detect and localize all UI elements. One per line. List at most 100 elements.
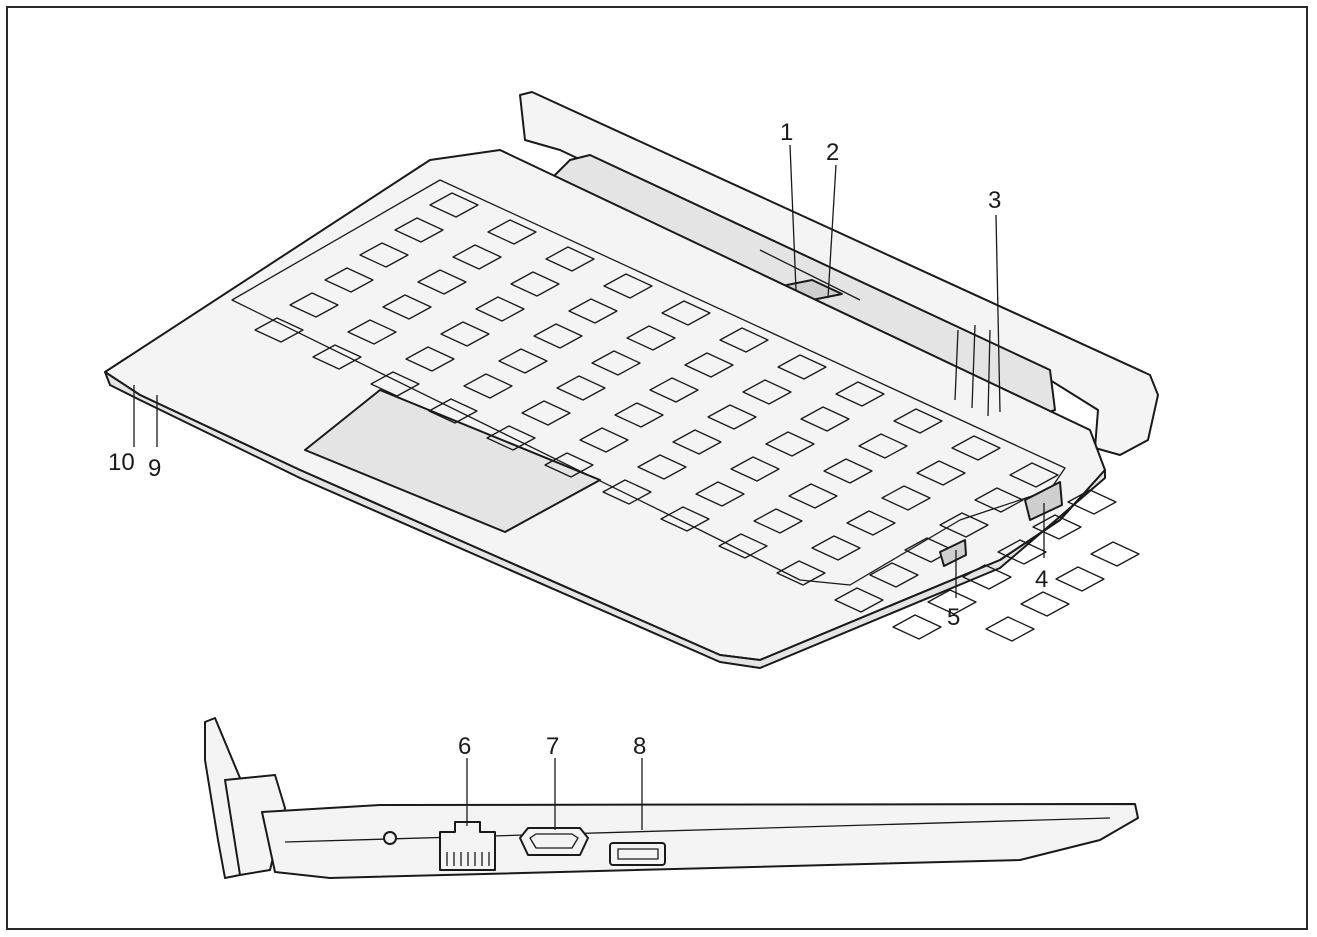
keyboard-key: [951, 435, 1001, 461]
callout-3: 3: [988, 187, 1001, 214]
keyboard-key: [394, 217, 444, 243]
keyboard-key: [405, 346, 455, 372]
callout-9: 9: [148, 455, 161, 482]
keyboard-key: [359, 242, 409, 268]
keyboard-key: [846, 510, 896, 536]
callout-4: 4: [1035, 566, 1048, 593]
keyboard-key: [892, 614, 942, 640]
keyboard-key: [776, 560, 826, 586]
keyboard-key: [661, 300, 711, 326]
hdmi-port-inner: [529, 833, 579, 849]
keyboard-key: [811, 535, 861, 561]
diagram-frame: [6, 6, 1308, 930]
keyboard-key: [452, 244, 502, 270]
keyboard-key: [742, 379, 792, 405]
keyboard-key: [626, 325, 676, 351]
keyboard-key: [800, 406, 850, 432]
keyboard-key: [486, 425, 536, 451]
audio-jack: [383, 831, 397, 845]
keyboard-key: [1055, 566, 1105, 592]
keyboard-key: [533, 323, 583, 349]
keyboard-key: [602, 479, 652, 505]
callout-7: 7: [546, 733, 559, 760]
keyboard-key: [1067, 489, 1117, 515]
keyboard-key: [521, 400, 571, 426]
keyboard-key: [974, 487, 1024, 513]
keyboard-dock-top-view: [104, 91, 1159, 669]
callout-line-1: [789, 144, 797, 291]
keyboard-key: [463, 373, 513, 399]
keyboard-key: [544, 452, 594, 478]
keyboard-key: [487, 219, 537, 245]
keyboard-key: [881, 485, 931, 511]
keyboard-key: [695, 481, 745, 507]
keyboard-key: [382, 294, 432, 320]
keyboard-key: [962, 564, 1012, 590]
keyboard-key: [985, 616, 1035, 642]
keyboard-key: [429, 192, 479, 218]
keyboard-key: [788, 483, 838, 509]
keyboard-key: [556, 375, 606, 401]
keyboard-key: [672, 429, 722, 455]
key-grid: [254, 192, 1140, 642]
keyboard-key: [591, 350, 641, 376]
keyboard-key: [893, 408, 943, 434]
side-port-audio: [939, 539, 967, 567]
keyboard-key: [939, 512, 989, 538]
keyboard-key: [765, 431, 815, 457]
keyboard-key: [475, 296, 525, 322]
keyboard-base-edge: [104, 371, 1106, 669]
keyboard-key: [428, 398, 478, 424]
keyboard-key: [927, 589, 977, 615]
lan-port-pins: [446, 852, 490, 866]
callout-5: 5: [947, 604, 960, 631]
keyboard-key: [649, 377, 699, 403]
keyboard-key: [718, 533, 768, 559]
usb-port-inner: [617, 848, 659, 860]
keyboard-key: [289, 292, 339, 318]
keyboard-key: [312, 344, 362, 370]
touchpad: [304, 389, 601, 533]
keyboard-key: [997, 539, 1047, 565]
key-area-frame: [231, 179, 1066, 586]
keyboard-key: [684, 352, 734, 378]
keyboard-key: [777, 354, 827, 380]
keyboard-key: [1009, 462, 1059, 488]
keyboard-key: [614, 402, 664, 428]
keyboard-key: [707, 404, 757, 430]
callout-10: 10: [108, 449, 135, 476]
callout-line-3: [995, 214, 1001, 413]
keyboard-key: [579, 427, 629, 453]
keyboard-dock-side-view: [204, 717, 1139, 879]
keyboard-key: [603, 273, 653, 299]
side-body-seam: [284, 817, 1111, 843]
keyboard-key: [568, 298, 618, 324]
keyboard-key: [370, 371, 420, 397]
hdmi-port: [519, 827, 589, 856]
callout-6: 6: [458, 733, 471, 760]
keyboard-key: [347, 319, 397, 345]
keyboard-key: [545, 246, 595, 272]
keyboard-key: [498, 348, 548, 374]
keyboard-key: [730, 456, 780, 482]
side-port-usb: [1024, 481, 1063, 521]
callout-1: 1: [780, 119, 793, 146]
keyboard-key: [1020, 591, 1070, 617]
keyboard-key: [834, 587, 884, 613]
keyboard-key: [440, 321, 490, 347]
keyboard-key: [858, 433, 908, 459]
keyboard-key: [823, 458, 873, 484]
callout-line-2: [827, 164, 837, 299]
keyboard-key: [916, 460, 966, 486]
keyboard-key: [835, 381, 885, 407]
keyboard-key: [417, 269, 467, 295]
keyboard-key: [1090, 541, 1140, 567]
latch-guide: [759, 249, 861, 301]
callout-2: 2: [826, 139, 839, 166]
keyboard-key: [324, 267, 374, 293]
status-led-group: [954, 324, 991, 417]
keyboard-key: [660, 506, 710, 532]
callouts: 1 2 3 4 5 6 7 8 9 10: [108, 119, 1048, 830]
keyboard-key: [1032, 514, 1082, 540]
